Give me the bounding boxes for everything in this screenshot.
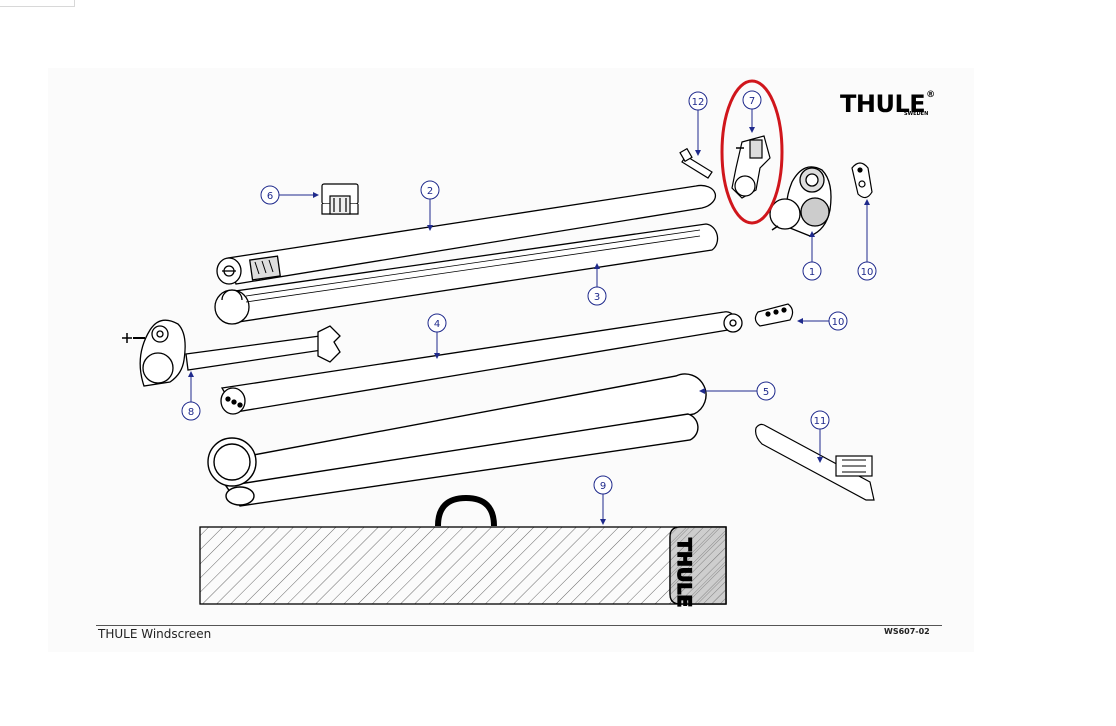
part-6-clip [321,183,359,215]
callout-3-label: 3 [594,292,600,303]
callout-6-label: 6 [267,191,273,202]
part-8-end-cap-rod [122,319,341,387]
callout-8 [181,401,201,421]
callout-4 [427,313,447,333]
part-5-rolled-windscreen [207,373,707,507]
thule-logo-sub: SWEDEN [904,111,929,117]
callout-10-upper [857,261,877,281]
part-7-highlight-ring [720,79,784,225]
callout-11 [810,410,830,430]
callout-12-label: 12 [692,97,705,108]
callout-12 [688,91,708,111]
registered-mark: ® [926,90,935,100]
part-3-profile-rail [214,223,719,325]
callout-10-lower-label: 10 [832,317,845,328]
part-9-storage-bag: THULE [199,494,727,608]
callouts: 12 7 6 2 1 10 3 10 4 8 [181,90,877,525]
callout-11-label: 11 [814,416,827,427]
callout-5-label: 5 [763,387,769,398]
callout-10-upper-label: 10 [861,267,874,278]
part-2-roller-tube [216,184,717,285]
callout-5 [756,381,776,401]
drawing-code: WS607-02 [884,627,930,636]
part-10-plate-upper [851,162,873,199]
footer-rule [96,625,942,626]
callout-7 [742,90,762,110]
footer-title: THULE Windscreen [98,627,212,641]
callout-2-label: 2 [427,186,433,197]
callout-9-label: 9 [600,481,606,492]
callout-1 [802,261,822,281]
window-corner-frame [0,0,75,7]
callout-10-lower [828,311,848,331]
callout-7-label: 7 [749,96,755,107]
thule-logo-text: THULE [840,90,926,118]
callout-2 [420,180,440,200]
callout-6 [260,185,280,205]
part-12-pin [679,147,713,179]
callout-8-label: 8 [188,407,194,418]
part-1-crank-mechanism [769,166,832,237]
callout-3 [587,286,607,306]
part-4-support-bar [220,311,743,415]
callout-9 [593,475,613,495]
part-10-plate-lower [754,303,794,327]
part-7-bracket [731,135,771,199]
bag-brand-label: THULE [673,538,695,607]
thule-logo: THULE® [840,90,935,118]
callout-1-label: 1 [809,267,815,278]
part-11-strap [755,423,875,501]
callout-4-label: 4 [434,319,440,330]
